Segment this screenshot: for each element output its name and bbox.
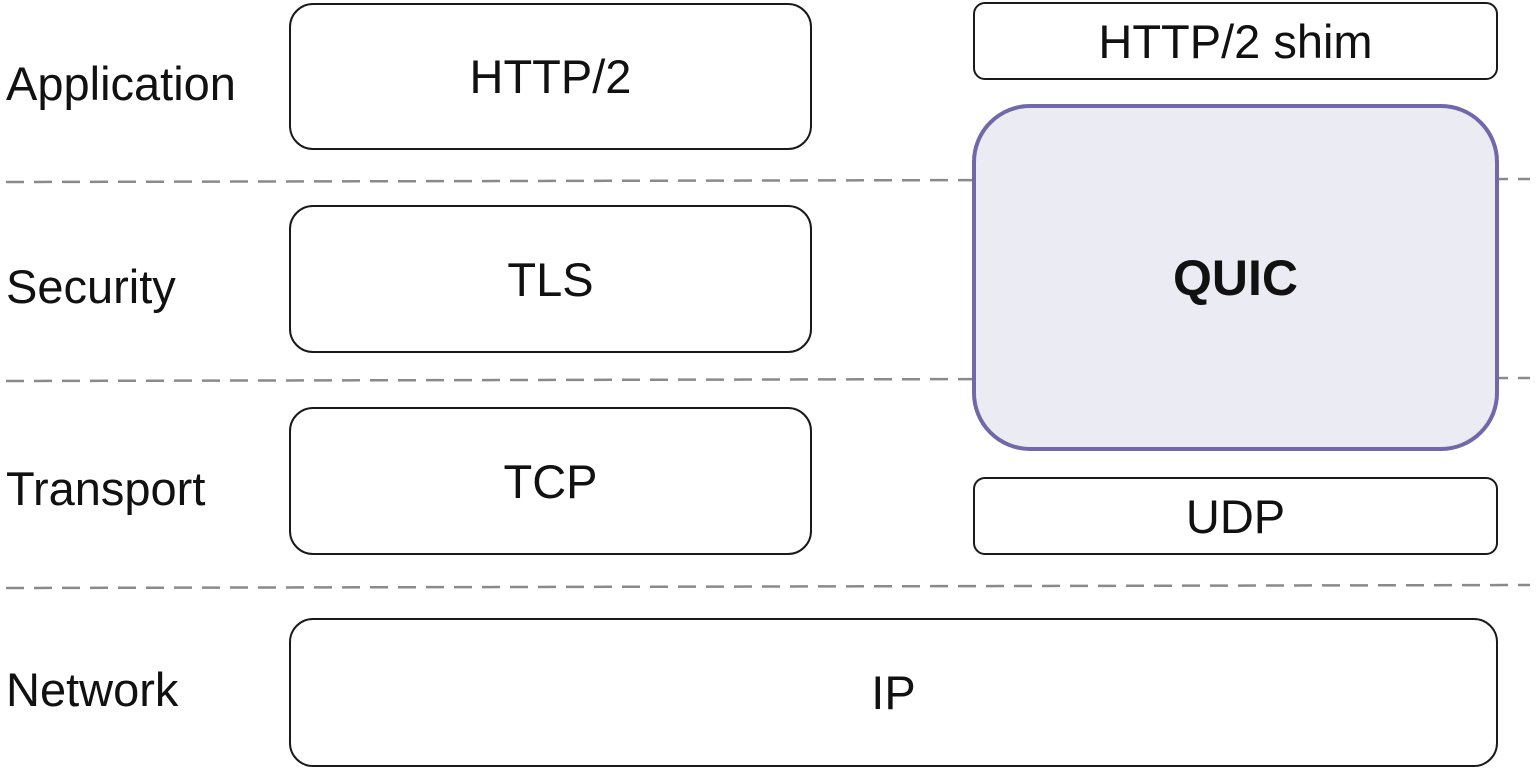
layer-label-transport: Transport bbox=[6, 462, 206, 515]
tcp-label: TCP bbox=[503, 454, 598, 508]
ip-label: IP bbox=[871, 666, 916, 719]
quic-label: QUIC bbox=[1173, 249, 1298, 306]
http2-shim-box: HTTP/2 shim bbox=[973, 2, 1498, 80]
http2-shim-label: HTTP/2 shim bbox=[1098, 14, 1373, 68]
http2-label: HTTP/2 bbox=[469, 50, 632, 103]
udp-box: UDP bbox=[973, 477, 1498, 555]
tls-label: TLS bbox=[507, 252, 594, 306]
ip-box: IP bbox=[289, 618, 1498, 767]
udp-label: UDP bbox=[1185, 489, 1286, 543]
tls-box: TLS bbox=[289, 205, 812, 353]
quic-box: QUIC bbox=[972, 104, 1499, 451]
layer-label-application: Application bbox=[6, 57, 236, 110]
divider-transport-network bbox=[5, 583, 1531, 590]
tcp-box: TCP bbox=[289, 407, 812, 555]
layer-label-security: Security bbox=[6, 260, 176, 313]
http2-box: HTTP/2 bbox=[289, 3, 812, 150]
layer-label-network: Network bbox=[6, 663, 179, 716]
